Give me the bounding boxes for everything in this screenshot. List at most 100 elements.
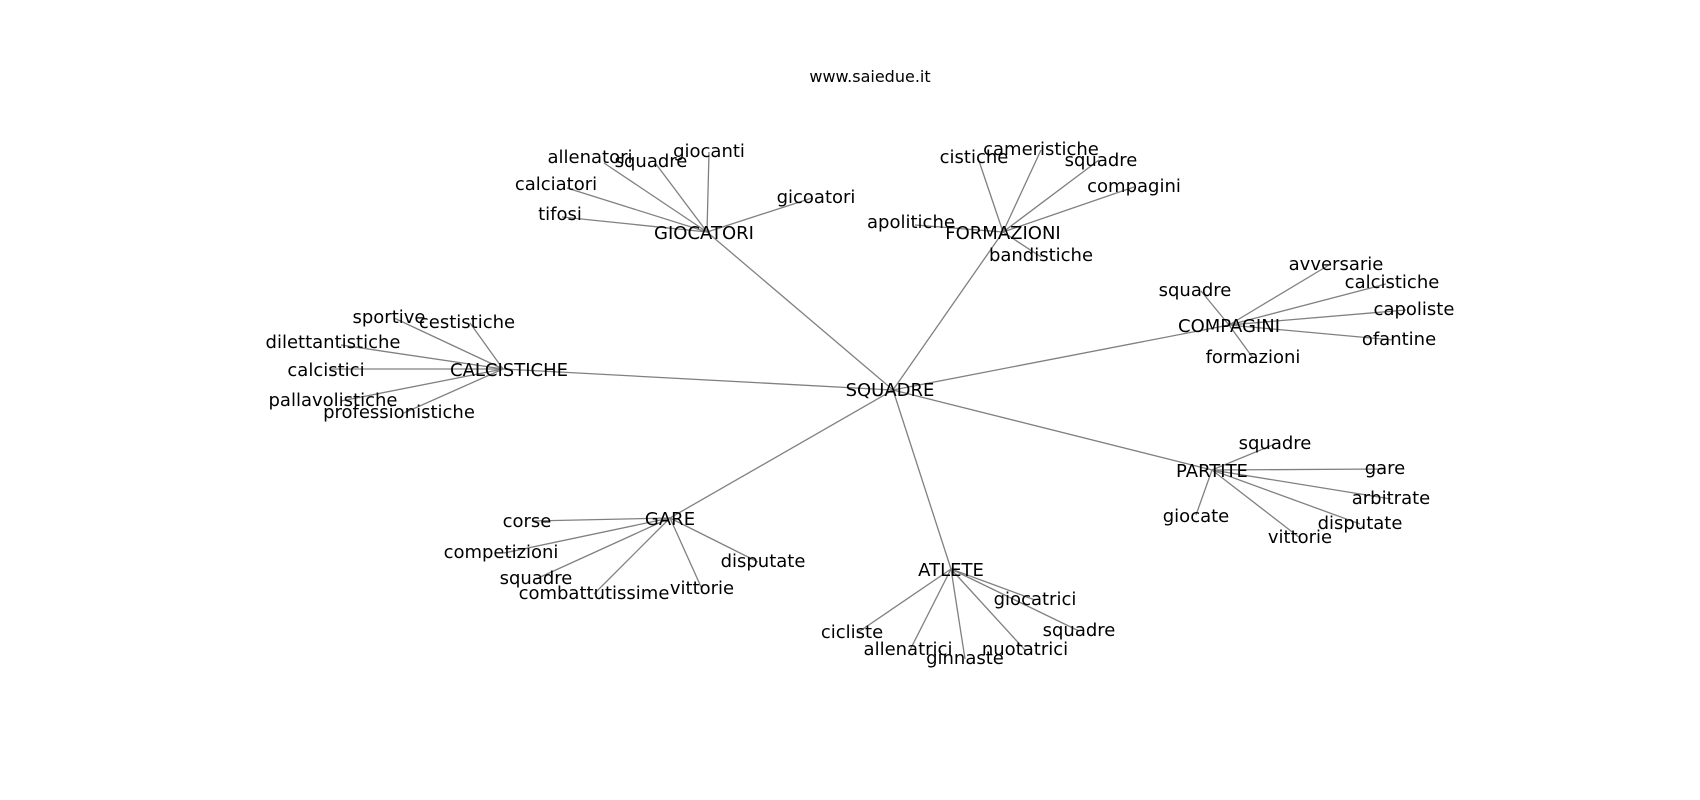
edge-calcistiche-to-professionistiche bbox=[403, 368, 504, 414]
edge-compagini-to-avversarie bbox=[1228, 264, 1330, 326]
edge-formazioni-to-squadre bbox=[1002, 159, 1100, 233]
edge-gare-to-competizioni bbox=[503, 517, 671, 554]
leaf-node: cestistiche bbox=[419, 312, 515, 333]
group-node-giocatori: GIOCATORI bbox=[654, 223, 754, 244]
leaf-node: calcistiche bbox=[1345, 272, 1440, 293]
edge-center-to-compagini bbox=[892, 324, 1230, 391]
edge-atlete-to-nuotatrici bbox=[950, 568, 1026, 651]
group-node-calcistiche: CALCISTICHE bbox=[450, 360, 568, 381]
edge-gare-to-combattutissime bbox=[593, 517, 671, 595]
graph-edges bbox=[331, 149, 1407, 660]
leaf-node: disputate bbox=[721, 551, 806, 572]
edge-atlete-to-ginnaste bbox=[950, 568, 966, 660]
edge-calcistiche-to-dilettantistiche bbox=[340, 344, 504, 370]
edge-formazioni-to-compagini bbox=[1002, 186, 1135, 233]
edge-partite-to-arbitrate bbox=[1211, 469, 1392, 500]
edge-giocatori-to-giocanti bbox=[706, 151, 710, 233]
leaf-node: dilettantistiche bbox=[266, 332, 401, 353]
group-node-atlete: ATLETE bbox=[918, 560, 984, 581]
leaf-node: squadre bbox=[1159, 280, 1232, 301]
leaf-node: nuotatrici bbox=[982, 639, 1068, 660]
edge-giocatori-to-allenatori bbox=[603, 162, 708, 233]
edge-compagini-to-formazioni bbox=[1228, 324, 1254, 359]
edge-compagini-to-calcistiche bbox=[1228, 283, 1387, 326]
graph-labels: www.saiedue.it SQUADRE GIOCATORI allenator… bbox=[266, 67, 1455, 669]
group-node-partite: PARTITE bbox=[1176, 461, 1248, 482]
leaf-node: bandistiche bbox=[989, 245, 1093, 266]
leaf-node: squadre bbox=[500, 568, 573, 589]
edge-center-to-partite bbox=[892, 389, 1213, 471]
edge-formazioni-to-cistiche bbox=[977, 157, 1004, 233]
leaf-node: giocanti bbox=[673, 141, 745, 162]
leaf-node: tifosi bbox=[538, 204, 582, 225]
leaf-node: calcistici bbox=[287, 360, 364, 381]
leaf-node: combattutissime bbox=[519, 583, 670, 604]
leaf-node: squadre bbox=[1065, 150, 1138, 171]
leaf-node: squadre bbox=[1239, 433, 1312, 454]
edge-giocatori-to-squadre bbox=[655, 163, 708, 233]
edge-center-to-atlete bbox=[892, 389, 952, 570]
edge-giocatori-to-gicoatori bbox=[706, 197, 813, 233]
leaf-node: ofantine bbox=[1362, 329, 1436, 350]
leaf-node: compagini bbox=[1087, 176, 1181, 197]
leaf-node: arbitrate bbox=[1352, 488, 1430, 509]
edge-atlete-to-cicliste bbox=[856, 568, 952, 634]
edge-gare-to-squadre bbox=[535, 517, 671, 580]
leaf-node: gicoatori bbox=[777, 187, 856, 208]
leaf-node: calciatori bbox=[515, 174, 597, 195]
leaf-node: allenatori bbox=[547, 147, 632, 168]
leaf-node: formazioni bbox=[1206, 347, 1301, 368]
leaf-node: capoliste bbox=[1374, 299, 1455, 320]
edge-partite-to-gare bbox=[1211, 468, 1386, 471]
edge-calcistiche-to-pallavolistiche bbox=[340, 368, 504, 402]
edge-center-to-giocatori bbox=[706, 231, 894, 391]
edge-center-to-gare bbox=[669, 389, 894, 519]
leaf-node: pallavolistiche bbox=[269, 390, 398, 411]
leaf-node: avversarie bbox=[1289, 254, 1384, 275]
leaf-node: ginnaste bbox=[926, 648, 1004, 669]
group-node-formazioni: FORMAZIONI bbox=[945, 223, 1060, 244]
edge-center-to-formazioni bbox=[892, 231, 1004, 391]
leaf-node: giocatrici bbox=[994, 589, 1077, 610]
edge-formazioni-to-cameristiche bbox=[1002, 149, 1042, 233]
leaf-node: disputate bbox=[1318, 513, 1403, 534]
edge-atlete-to-giocatrici bbox=[950, 568, 1036, 601]
edge-partite-to-disputate bbox=[1211, 469, 1361, 525]
edge-atlete-to-squadre bbox=[950, 568, 1080, 632]
edge-gare-to-corse bbox=[531, 517, 671, 522]
edge-partite-to-vittorie bbox=[1211, 469, 1301, 539]
edge-center-to-calcistiche bbox=[502, 368, 894, 391]
edge-formazioni-to-apolitiche bbox=[914, 224, 1004, 233]
leaf-node: giocate bbox=[1163, 506, 1230, 527]
leaf-node: professionistiche bbox=[323, 402, 475, 423]
group-node-compagini: COMPAGINI bbox=[1178, 316, 1280, 337]
leaf-node: vittorie bbox=[1268, 527, 1332, 548]
edge-formazioni-to-bandistiche bbox=[1002, 231, 1042, 258]
leaf-node: gare bbox=[1365, 458, 1406, 479]
leaf-node: apolitiche bbox=[867, 212, 955, 233]
leaf-node: cistiche bbox=[940, 147, 1009, 168]
leaf-node: squadre bbox=[1043, 620, 1116, 641]
leaf-node: cameristiche bbox=[983, 139, 1099, 160]
leaf-node: vittorie bbox=[670, 578, 734, 599]
center-node: SQUADRE bbox=[846, 380, 935, 401]
edge-compagini-to-capoliste bbox=[1228, 309, 1407, 326]
group-node-gare: GARE bbox=[645, 509, 695, 530]
edge-compagini-to-squadre bbox=[1200, 290, 1230, 326]
edge-gare-to-disputate bbox=[669, 517, 759, 563]
leaf-node: competizioni bbox=[444, 542, 559, 563]
edge-compagini-to-ofantine bbox=[1228, 324, 1394, 341]
leaf-node: cicliste bbox=[821, 622, 883, 643]
leaf-node: squadre bbox=[615, 151, 688, 172]
edge-gare-to-vittorie bbox=[669, 517, 703, 590]
edge-atlete-to-allenatrici bbox=[909, 568, 952, 651]
edge-partite-to-giocate bbox=[1195, 469, 1213, 516]
edge-giocatori-to-calciatori bbox=[566, 187, 708, 233]
edge-calcistiche-to-sportive bbox=[393, 317, 504, 370]
leaf-node: sportive bbox=[352, 307, 425, 328]
edge-calcistiche-to-cestistiche bbox=[469, 322, 504, 370]
site-label: www.saiedue.it bbox=[809, 67, 930, 86]
edge-giocatori-to-tifosi bbox=[561, 216, 708, 233]
leaf-node: corse bbox=[503, 511, 552, 532]
